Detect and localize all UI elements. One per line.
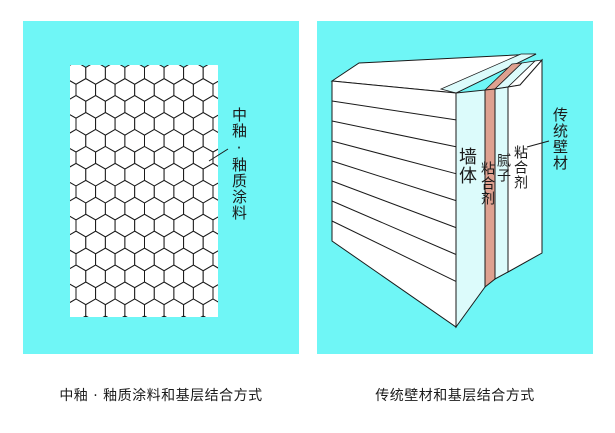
hex-cell <box>141 315 148 317</box>
hex-cell <box>212 216 218 235</box>
brick-course-line <box>331 220 457 282</box>
hex-cell <box>47 265 67 288</box>
wall-diagram <box>330 53 550 329</box>
hex-cell <box>115 350 135 354</box>
hex-cell <box>223 231 243 254</box>
hex-cell <box>66 333 86 354</box>
adhesive-layer-2 <box>494 86 509 280</box>
traditional-caption: 传统壁材和基层结合方式 <box>375 388 535 404</box>
hex-cell <box>223 62 243 85</box>
hex-cells <box>47 62 272 354</box>
glaze-label-line1: 中釉· <box>230 107 248 158</box>
hex-cell <box>180 315 187 317</box>
hex-cell <box>76 350 96 354</box>
putty-label: 腻子 <box>495 153 511 183</box>
hex-cell <box>212 80 218 100</box>
hex-cell <box>233 350 253 354</box>
hex-cell <box>212 114 218 133</box>
hex-cell <box>56 316 76 339</box>
hex-cell <box>252 147 272 170</box>
hex-cell <box>233 316 253 339</box>
hex-cell <box>161 315 167 317</box>
hex-cell <box>56 350 76 354</box>
hex-cell <box>47 299 67 322</box>
hex-cell <box>213 350 233 354</box>
brick-course-line <box>331 180 457 229</box>
hex-cell <box>135 350 155 354</box>
hex-cell <box>83 315 89 317</box>
hex-cell <box>252 180 272 203</box>
hex-cell <box>212 250 218 269</box>
hex-cell <box>47 333 67 354</box>
hex-cell <box>154 350 174 354</box>
hex-cell <box>125 333 145 354</box>
hex-grid <box>47 62 272 354</box>
brick-course-line <box>331 120 457 148</box>
hex-cell <box>223 265 243 288</box>
hex-cell <box>223 299 243 322</box>
brick-course-line <box>331 100 457 121</box>
hex-cell <box>193 350 213 354</box>
hex-cell <box>233 79 253 102</box>
adhesive-label-2: 粘合剂 <box>512 145 528 190</box>
hex-cell <box>122 315 128 317</box>
hex-cell <box>242 62 262 85</box>
hex-cell <box>47 130 67 153</box>
brick-course-line <box>331 140 457 175</box>
hex-cell <box>252 248 272 271</box>
hex-cell <box>233 248 253 271</box>
hex-cell <box>212 284 218 303</box>
hex-cell <box>212 182 218 201</box>
hex-cell <box>252 350 272 354</box>
traditional-wall-panel: 墙体 粘合剂 腻子 粘合剂 传统壁材 <box>317 21 593 354</box>
hex-cell <box>242 231 262 254</box>
adhesive-layer-1 <box>455 89 486 329</box>
wallpaper-layer <box>507 58 543 273</box>
hex-cell <box>174 350 194 354</box>
hex-cell <box>252 282 272 305</box>
hex-cell <box>242 299 262 322</box>
hex-cell <box>47 96 67 119</box>
brick-course-lines <box>331 100 457 282</box>
hex-cell <box>145 333 165 354</box>
glaze-coating-panel: 中釉· 釉质涂料 <box>23 21 299 354</box>
hex-cell <box>223 333 243 354</box>
hex-cell <box>102 315 109 317</box>
hex-cell <box>96 350 116 354</box>
hex-cell <box>184 333 204 354</box>
hex-cell <box>105 333 125 354</box>
hex-cell <box>47 62 67 85</box>
hex-cell <box>252 316 272 339</box>
hex-cell <box>252 214 272 237</box>
hex-cell <box>164 333 184 354</box>
hex-cell <box>252 79 272 102</box>
glaze-caption: 中釉 · 釉质涂料和基层结合方式 <box>59 388 263 404</box>
adhesive-label-1: 粘合剂 <box>479 161 495 206</box>
hex-cell <box>242 265 262 288</box>
brick-course-line <box>331 200 457 255</box>
hex-cell <box>86 333 106 354</box>
hex-cell <box>47 231 67 254</box>
hex-cell <box>202 298 218 317</box>
glaze-label-line2: 釉质涂料 <box>230 157 248 221</box>
hex-cell <box>200 315 206 317</box>
hex-cell <box>203 333 223 354</box>
hex-cell <box>47 163 67 186</box>
hex-cell <box>47 197 67 220</box>
hex-cell <box>252 113 272 136</box>
wall-body-label: 墙体 <box>456 147 477 185</box>
hex-cell <box>233 282 253 305</box>
hex-cell <box>242 333 262 354</box>
hex-cell <box>213 316 233 339</box>
brick-course-line <box>331 160 457 202</box>
wall-material-label: 传统壁材 <box>551 107 569 171</box>
wall-material-leader-line <box>526 140 550 148</box>
